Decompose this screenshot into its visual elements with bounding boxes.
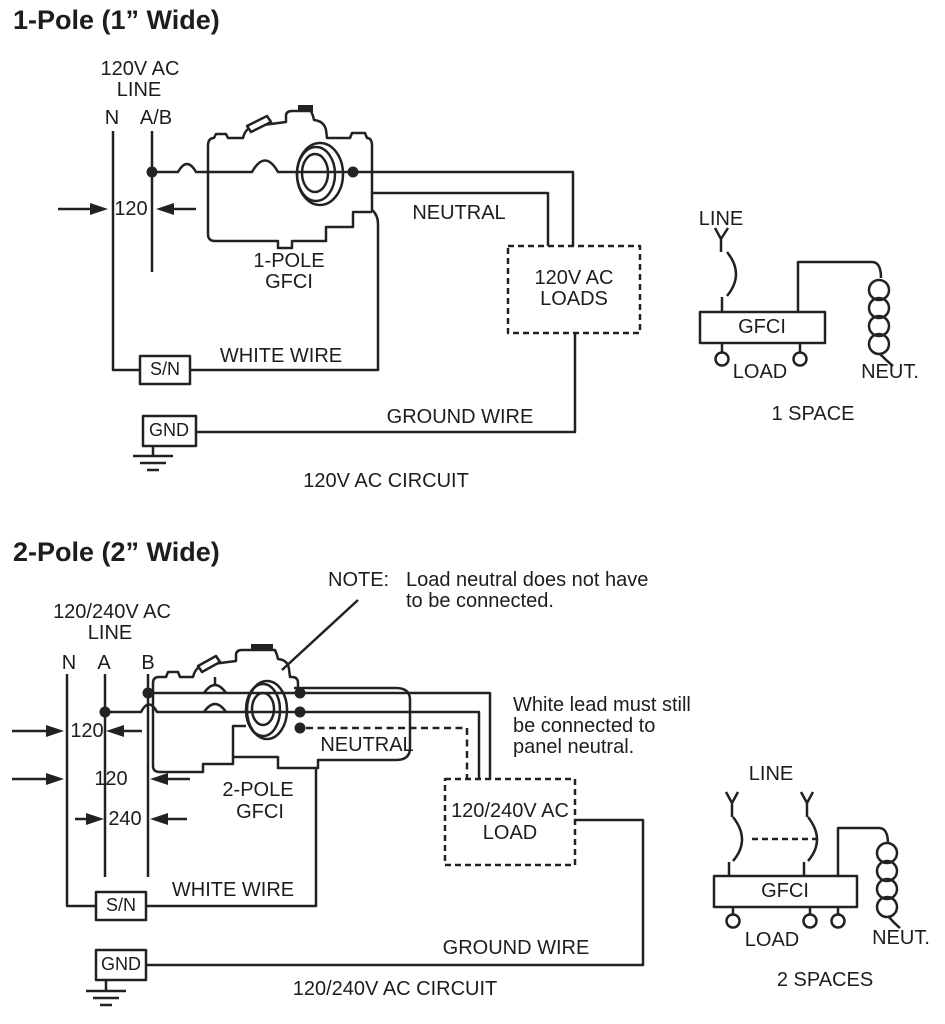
pole2-ground-wire-label: GROUND WIRE [442,937,590,959]
pole2-spaces-label: 2 SPACES [776,969,874,991]
pole1-hot-wire [152,159,575,246]
pole1-load-terminal [792,351,808,367]
pole1-schematic [698,227,894,367]
pole2-trip-mechanism [202,677,228,713]
pole1-breaker-outline [190,109,380,372]
note-line-2: to be connected. [406,590,554,612]
pole1-coil-tail [879,353,894,367]
pole2-bus-a: A [97,652,111,674]
pole2-line-word: LINE [87,622,133,644]
pole2-neutral-label: NEUTRAL [320,734,414,756]
pole1-schematic-load-label: LOAD [732,361,788,383]
pole2-gnd-label: GND [101,954,141,974]
pole1-current-transformer [295,141,345,207]
pole1-heading: 1-Pole (1” Wide) [13,5,220,35]
pole1-white-wire-label: WHITE WIRE [219,345,343,367]
pole2-schematic [712,791,901,929]
pole1-bus-n: N [104,107,120,129]
pole1-ground-wire-label: GROUND WIRE [386,406,534,428]
pole1-spaces-label: 1 SPACE [771,403,855,425]
pole2-load-terminal [725,913,741,929]
pole2-load-box-line-2: LOAD [482,822,538,844]
pole2-breaker-label-2: GFCI [236,801,284,823]
note-label: NOTE: [328,569,390,591]
pole2-schematic-load-label: LOAD [744,929,800,951]
pole2-heading: 2-Pole (2” Wide) [13,537,220,567]
pole1-loads-line-1: 120V AC [534,267,614,289]
pole2-white-wire-label: WHITE WIRE [171,879,295,901]
pole2-ground-wire [146,818,645,967]
white-lead-note-2: be connected to [513,715,656,737]
pole1-bus-lines [111,131,154,372]
white-lead-note-3: panel neutral. [513,736,635,758]
pole2-schematic-gfci-label: GFCI [761,880,809,902]
pole2-load-neutral-dashed [306,726,469,779]
pole2-breaker-outline [151,648,412,774]
pole1-line-word: LINE [116,79,162,101]
pole1-circuit-label: 120V AC CIRCUIT [303,470,469,492]
pole2-circuit-label: 120/240V AC CIRCUIT [292,978,498,1000]
pole2-ground-symbol [86,980,126,1007]
pole1-line-voltage: 120V AC [100,58,180,80]
pole2-load-terminal [830,913,846,929]
pole2-bus-n: N [61,652,77,674]
pole1-bus-ab: A/B [139,107,173,129]
pole2-line-voltage: 120/240V AC [53,601,171,623]
pole1-ground-symbol [133,446,173,472]
pole2-bus-b: B [141,652,155,674]
connection-dots [99,166,359,734]
pole2-dim-120-na: 120 [70,720,104,742]
pole2-schematic-line-label: LINE [748,763,794,785]
note-pointer-line [281,599,359,671]
pole2-load-box-line-1: 120/240V AC [451,800,569,822]
pole2-hot-wire-a [105,703,481,779]
pole2-dim-120-nb: 120 [94,768,128,790]
pole1-breaker-label-2: GFCI [265,271,313,293]
pole1-breaker-label-1: 1-POLE [253,250,325,272]
pole2-dim-240-ab: 240 [108,808,142,830]
pole1-dim-120: 120 [114,198,148,220]
pole2-dimension-tails [12,729,190,821]
pole2-sn-label: S/N [105,895,137,915]
pole1-schematic-gfci-box [698,310,827,345]
pole2-schematic-gfci-box [712,874,859,909]
pole1-schematic-neut-label: NEUT. [861,361,919,383]
pole1-load-terminal [714,351,730,367]
white-lead-note-1: White lead must still [513,694,691,716]
pole2-current-transformer [244,679,289,741]
pole2-load-terminal [802,913,818,929]
dimension-arrowheads [46,203,174,825]
pole1-sn-box [138,354,192,386]
pole1-loads-box [506,244,642,335]
pole2-load-box [443,777,577,867]
pole1-schematic-line-label: LINE [698,208,744,230]
pole2-coil-tail [887,915,901,929]
pole2-schematic-neut-label: NEUT. [872,927,930,949]
pole1-neutral-label: NEUTRAL [412,202,506,224]
note-line-1: Load neutral does not have [406,569,649,591]
pole1-gnd-label: GND [149,420,189,440]
pole1-loads-line-2: LOADS [540,288,608,310]
toggle-caps [251,105,313,651]
pole1-neutral-wire [372,191,550,246]
pole2-sn-box [94,890,148,922]
pole1-breaker-toggle [245,114,273,134]
pole1-schematic-gfci-label: GFCI [738,316,786,338]
pole2-breaker-toggle [196,654,222,674]
pole2-breaker-label-1: 2-POLE [222,779,294,801]
pole1-ground-wire [196,333,577,434]
pole2-white-wire [146,768,318,908]
pole1-sn-label: S/N [149,359,181,379]
